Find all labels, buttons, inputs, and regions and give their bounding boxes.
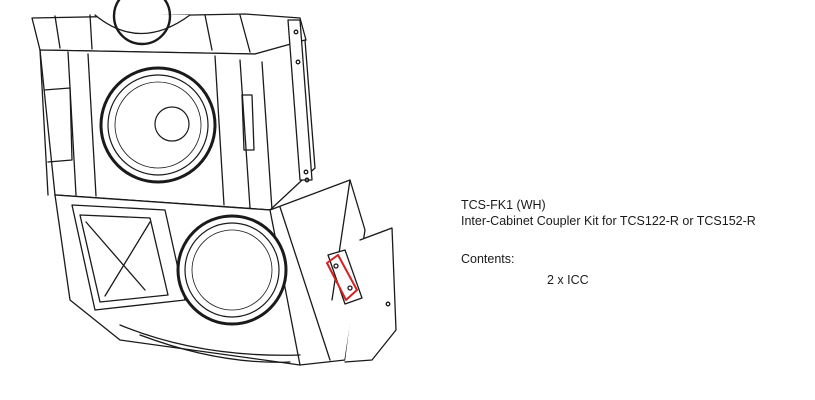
woofer-cone-icon: [99, 66, 217, 184]
product-code: TCS-FK1 (WH): [461, 198, 546, 212]
coupler-highlight: [326, 254, 358, 301]
contents-label: Contents:: [461, 252, 515, 266]
product-info: TCS-FK1 (WH) Inter-Cabinet Coupler Kit f…: [461, 197, 811, 288]
bottom-cabinet: [54, 179, 397, 366]
product-description: Inter-Cabinet Coupler Kit for TCS122-R o…: [461, 214, 756, 228]
top-cabinet: [31, 0, 307, 55]
rigging-rail-upper: [287, 19, 313, 183]
speaker-array-illustration: [31, 0, 397, 366]
contents-item: 2 x ICC: [547, 273, 589, 287]
middle-cabinet: [39, 39, 316, 211]
